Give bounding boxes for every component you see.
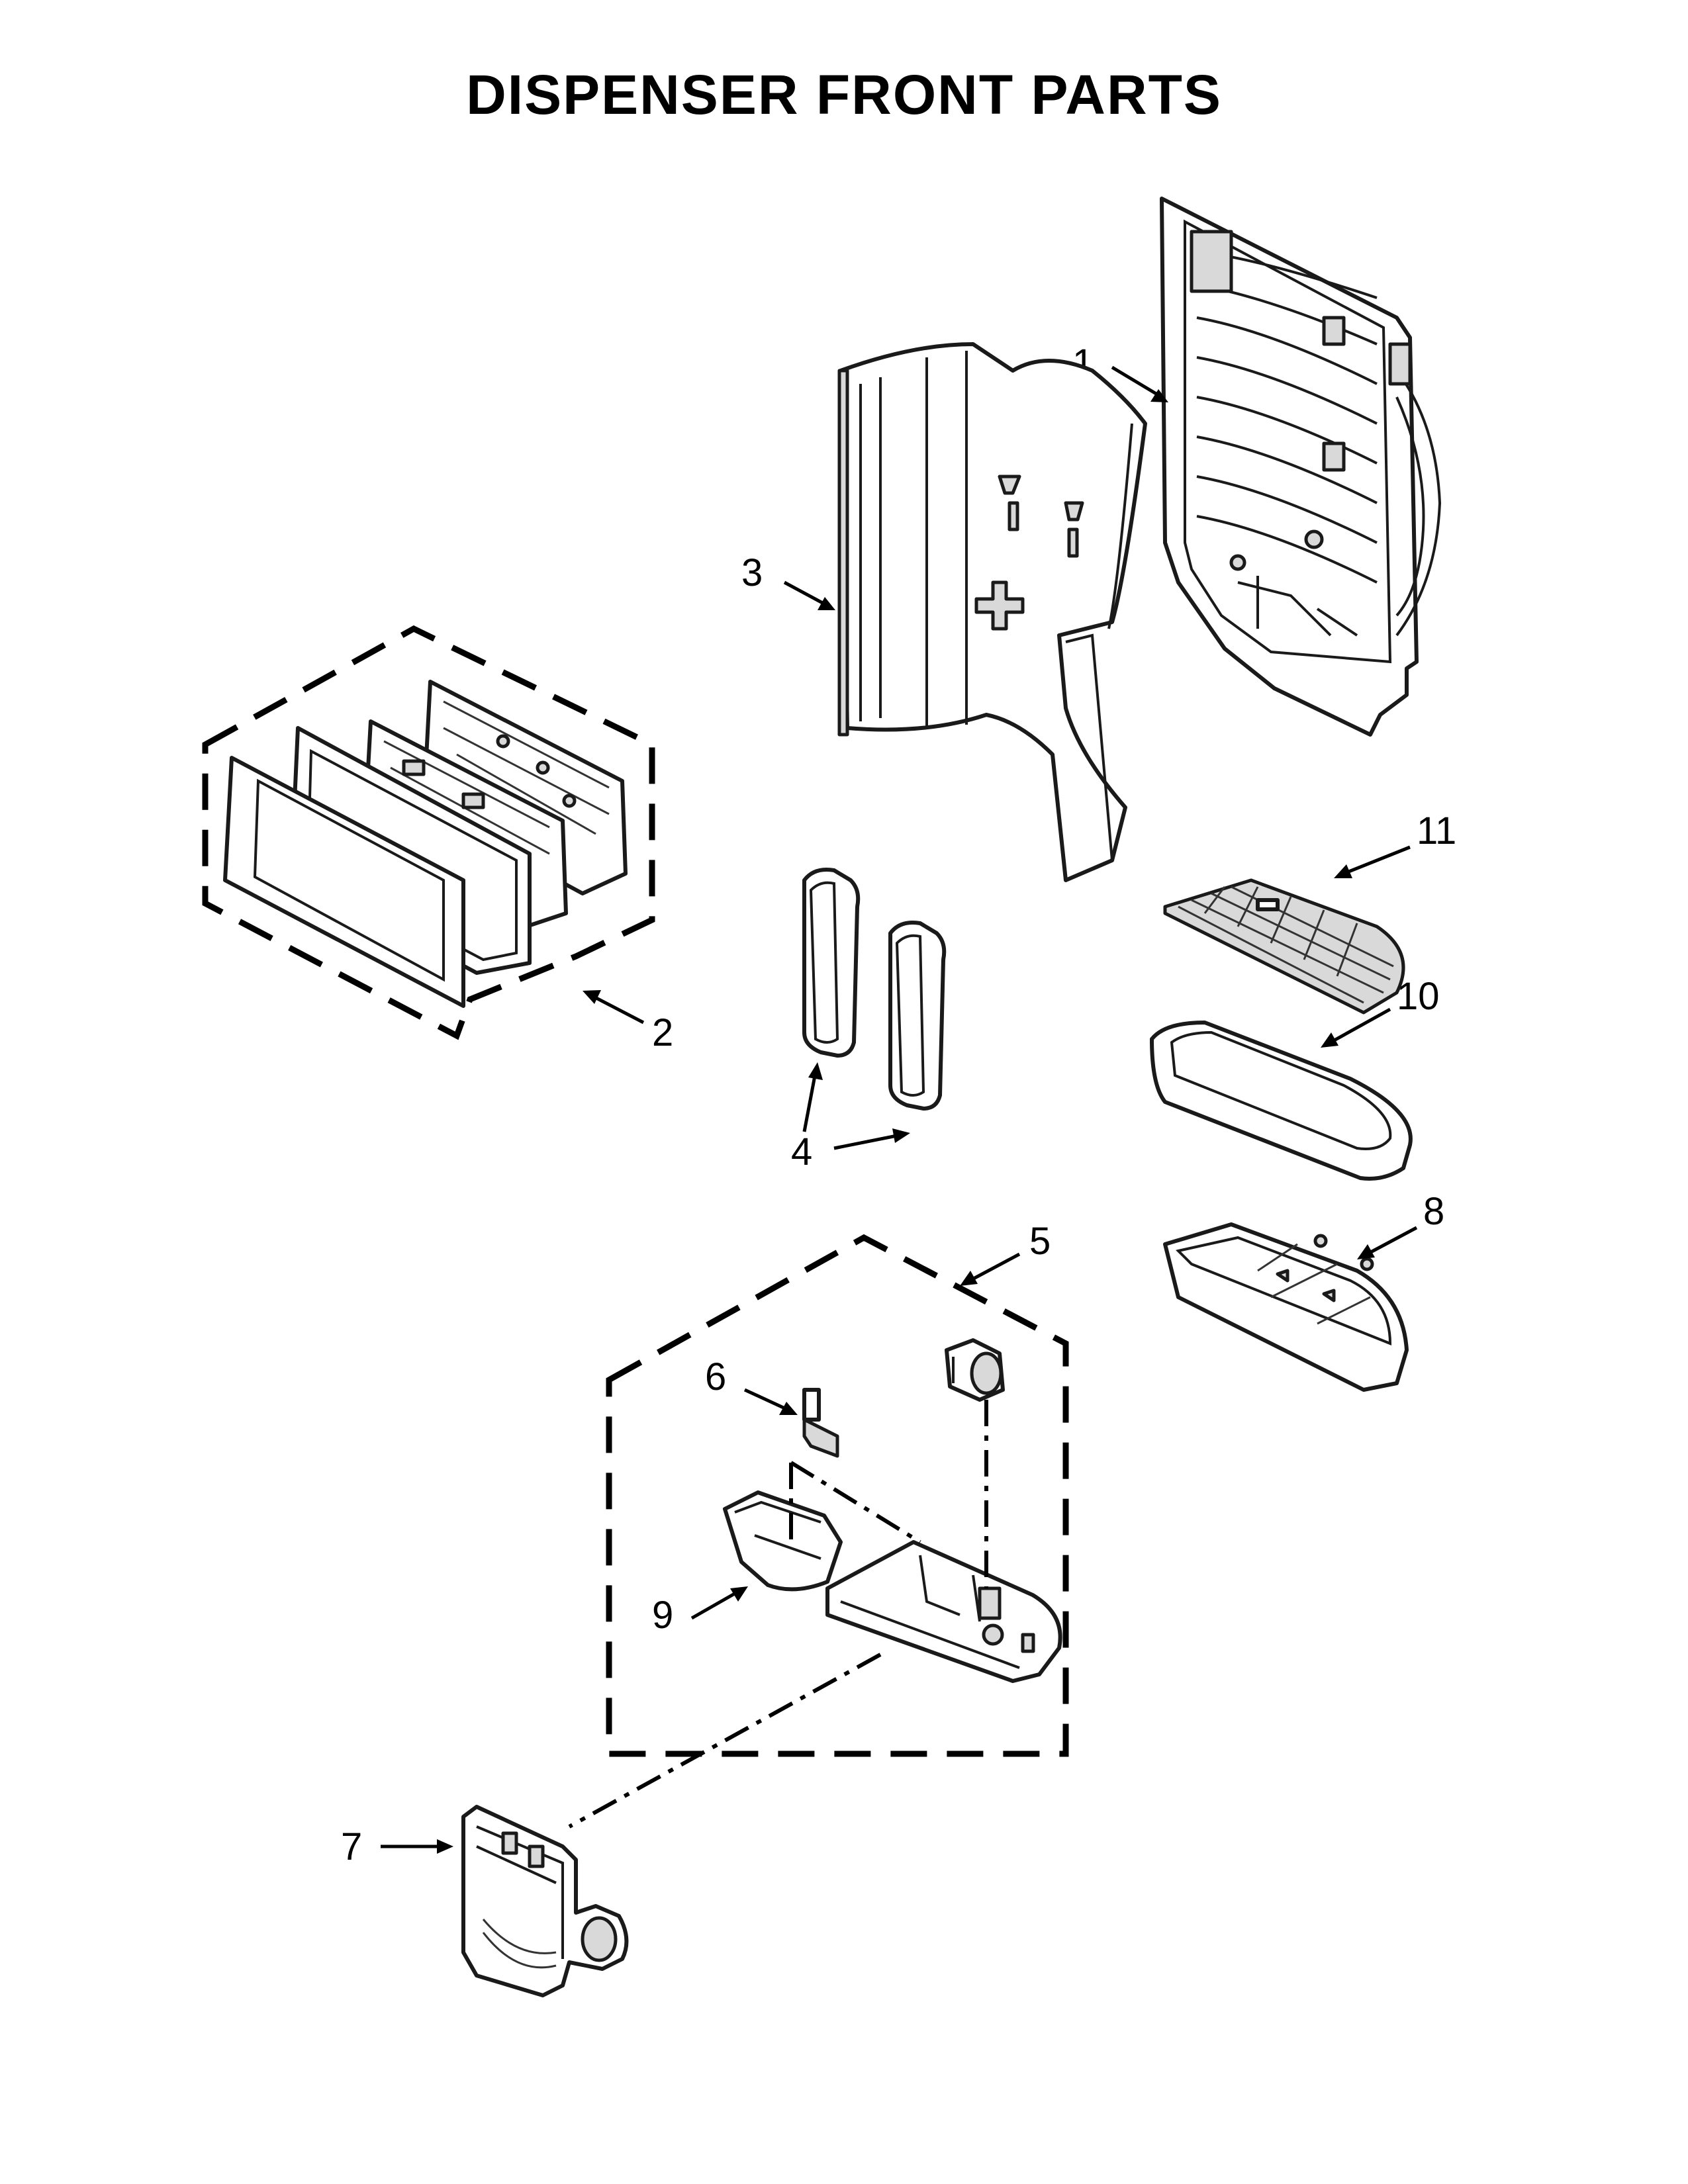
callout-7-label: 7 <box>341 1825 362 1868</box>
part-9-ice-chute <box>723 1490 843 1592</box>
callout-11: 11 <box>1334 809 1456 878</box>
callout-6-label: 6 <box>705 1355 726 1398</box>
callout-6-leader <box>743 1388 789 1412</box>
part-6-switch <box>802 1388 839 1458</box>
alignment-lines <box>568 1400 988 1829</box>
part-4-dispenser-pads <box>802 868 947 1111</box>
callout-11-leader <box>1343 845 1411 876</box>
callout-4-leader-b <box>833 1133 901 1150</box>
part-7-ice-door-motor <box>461 1805 629 1997</box>
callout-4-label-a: 4 <box>791 1130 812 1173</box>
callout-3-leader <box>783 580 829 608</box>
part-11-drip-tray-grille <box>1163 878 1405 1015</box>
part-8-drip-tray-base <box>1163 1222 1409 1392</box>
part-5-housing-assembly <box>606 1234 1069 1757</box>
callout-2-leader <box>591 994 645 1024</box>
callout-1-leader <box>1111 365 1163 399</box>
callout-3: 3 <box>741 551 835 610</box>
callout-8: 8 <box>1357 1190 1444 1259</box>
callout-8-label: 8 <box>1423 1190 1444 1233</box>
callout-5-leader <box>968 1252 1021 1283</box>
callout-9-leader <box>690 1590 739 1620</box>
callout-2-arrowhead <box>583 990 601 1004</box>
callout-2: 2 <box>583 990 673 1054</box>
callout-9-arrowhead <box>730 1586 748 1602</box>
callout-1-arrowhead <box>1150 389 1168 402</box>
part-3-dispenser-shroud <box>837 342 1147 882</box>
callout-11-arrowhead <box>1334 864 1352 878</box>
part-10-drip-tray <box>1150 1021 1413 1181</box>
part-5-lower-housing <box>825 1540 1062 1683</box>
callout-5-label: 5 <box>1029 1220 1051 1263</box>
callout-10: 10 <box>1321 975 1440 1048</box>
callout-4-right: 4 <box>833 1128 910 1150</box>
callout-6-arrowhead <box>779 1402 798 1415</box>
callout-7-arrowhead <box>437 1839 453 1854</box>
callout-3-arrowhead <box>818 597 835 610</box>
callout-11-label: 11 <box>1417 809 1456 852</box>
diagram-title: DISPENSER FRONT PARTS <box>466 64 1222 126</box>
callout-9-label: 9 <box>652 1594 673 1637</box>
callout-9: 9 <box>652 1586 748 1637</box>
callout-2-label: 2 <box>652 1011 673 1054</box>
part-2-user-interface-assembly <box>202 625 655 1040</box>
callout-10-leader <box>1329 1007 1391 1044</box>
callout-5-arrowhead <box>960 1271 978 1286</box>
callout-6: 6 <box>705 1355 798 1415</box>
callout-4-left: 4 <box>791 1062 823 1173</box>
callout-8-arrowhead <box>1357 1244 1375 1259</box>
part-5-actuator-knob <box>945 1338 1005 1402</box>
callout-10-label: 10 <box>1397 975 1440 1018</box>
callout-3-label: 3 <box>741 551 763 594</box>
callout-4-arrowhead-a <box>808 1062 823 1080</box>
callout-5: 5 <box>960 1220 1051 1286</box>
callout-4-arrowhead-b <box>892 1128 910 1143</box>
callout-8-leader <box>1366 1226 1418 1256</box>
callout-7: 7 <box>341 1825 453 1868</box>
callout-10-arrowhead <box>1321 1032 1338 1048</box>
part-1-dispenser-housing <box>1160 197 1442 737</box>
callout-4-leader-a <box>802 1071 818 1132</box>
